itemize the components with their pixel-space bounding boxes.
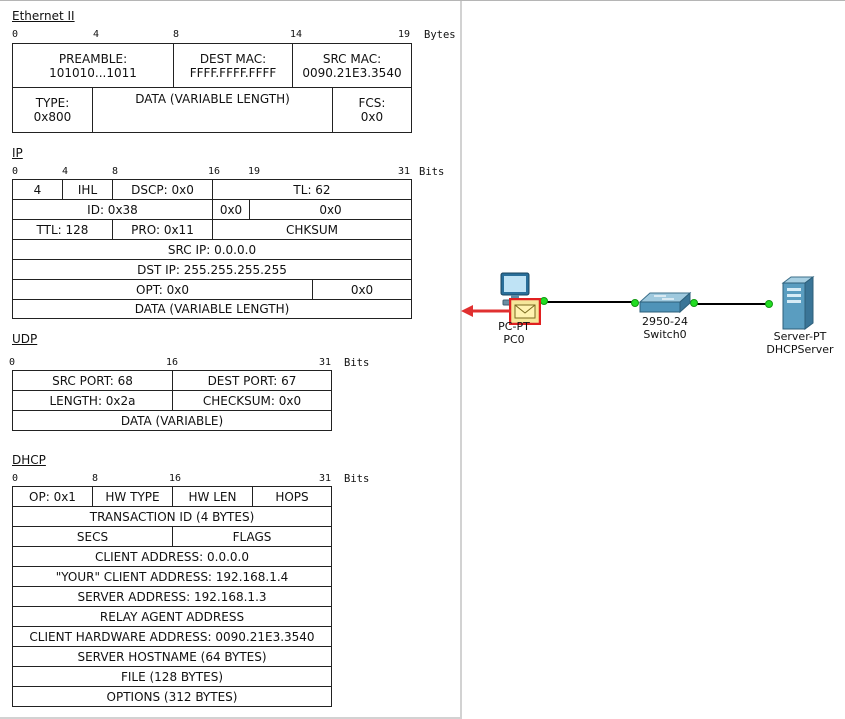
ip-scale-0: 0: [12, 166, 19, 177]
pdu-details-panel: Ethernet II 0 4 8 14 19 Bytes PREAMBLE: …: [0, 1, 462, 719]
ip-dst-ip: DST IP: 255.255.255.255: [12, 259, 412, 280]
server-model-label: Server-PT: [773, 330, 827, 343]
ip-checksum: CHKSUM: [212, 219, 412, 240]
udp-scale-31: 31: [319, 357, 332, 368]
envelope-icon: [508, 297, 542, 326]
pdu-envelope[interactable]: [508, 297, 542, 326]
ip-flags: 0x0: [212, 199, 250, 220]
pc-name-label: PC0: [503, 333, 525, 346]
ip-scale-19: 19: [248, 166, 261, 177]
ip-scale-4: 4: [62, 166, 69, 177]
server-icon: [781, 276, 815, 330]
ip-scale-8: 8: [112, 166, 119, 177]
link-light-pc: [540, 297, 548, 305]
dhcp-title: DHCP: [12, 453, 46, 467]
udp-dest-port: DEST PORT: 67: [172, 370, 332, 391]
ethernet-unit: Bytes: [424, 29, 456, 41]
udp-title: UDP: [12, 332, 38, 346]
link-pc-switch[interactable]: [544, 301, 636, 303]
ip-fragment-offset: 0x0: [249, 199, 412, 220]
dhcp-hw-type: HW TYPE: [92, 486, 173, 507]
dhcp-your-client-address: "YOUR" CLIENT ADDRESS: 192.168.1.4: [12, 566, 332, 587]
udp-src-port: SRC PORT: 68: [12, 370, 173, 391]
ip-version: 4: [12, 179, 63, 200]
switch-model-label: 2950-24: [642, 315, 688, 328]
device-dhcpserver[interactable]: [780, 275, 816, 331]
dhcp-relay-agent-address: RELAY AGENT ADDRESS: [12, 606, 332, 627]
ip-total-length: TL: 62: [212, 179, 412, 200]
ethernet-scale-19: 19: [398, 29, 411, 40]
dhcp-op: OP: 0x1: [12, 486, 93, 507]
link-switch-server[interactable]: [694, 303, 770, 305]
ip-dscp: DSCP: 0x0: [112, 179, 213, 200]
ip-protocol: PRO: 0x11: [112, 219, 213, 240]
dhcp-hw-len: HW LEN: [172, 486, 253, 507]
ethernet-dest-mac: DEST MAC: FFFF.FFFF.FFFF: [173, 43, 293, 88]
ethernet-type: TYPE: 0x800: [12, 87, 93, 133]
udp-checksum: CHECKSUM: 0x0: [172, 390, 332, 411]
device-switch0[interactable]: [636, 290, 692, 316]
ip-scale-31: 31: [398, 166, 411, 177]
ethernet-preamble: PREAMBLE: 101010...1011: [12, 43, 174, 88]
dhcp-client-address: CLIENT ADDRESS: 0.0.0.0: [12, 546, 332, 567]
dhcp-secs: SECS: [12, 526, 173, 547]
ethernet-scale-0: 0: [12, 29, 19, 40]
arrow-left-icon: [461, 305, 511, 317]
udp-scale-16: 16: [166, 357, 179, 368]
ethernet-title: Ethernet II: [12, 9, 75, 23]
link-light-server: [765, 300, 773, 308]
dhcp-unit: Bits: [344, 473, 370, 485]
ethernet-scale-8: 8: [173, 29, 180, 40]
link-light-switch-left: [631, 299, 639, 307]
ip-scale-16: 16: [208, 166, 221, 177]
udp-data: DATA (VARIABLE): [12, 410, 332, 431]
switch-icon: [638, 291, 692, 314]
udp-length: LENGTH: 0x2a: [12, 390, 173, 411]
ip-ttl: TTL: 128: [12, 219, 113, 240]
udp-scale-0: 0: [9, 357, 16, 368]
ethernet-src-mac: SRC MAC: 0090.21E3.3540: [292, 43, 412, 88]
ip-data: DATA (VARIABLE LENGTH): [12, 299, 412, 319]
dhcp-server-hostname: SERVER HOSTNAME (64 BYTES): [12, 646, 332, 667]
server-name-label: DHCPServer: [766, 343, 834, 356]
dhcp-scale-31: 31: [319, 473, 332, 484]
ip-id: ID: 0x38: [12, 199, 213, 220]
dhcp-hops: HOPS: [252, 486, 332, 507]
dhcp-flags: FLAGS: [172, 526, 332, 547]
ethernet-fcs: FCS: 0x0: [332, 87, 412, 133]
ethernet-scale-4: 4: [93, 29, 100, 40]
ip-options: OPT: 0x0: [12, 279, 313, 300]
ethernet-data: DATA (VARIABLE LENGTH): [92, 87, 333, 133]
ethernet-scale-14: 14: [290, 29, 303, 40]
ip-options-padding: 0x0: [312, 279, 412, 300]
dhcp-scale-16: 16: [169, 473, 182, 484]
pc-model-label: PC-PT: [498, 320, 530, 333]
dhcp-server-address: SERVER ADDRESS: 192.168.1.3: [12, 586, 332, 607]
pdu-direction-arrow: [461, 303, 511, 317]
dhcp-transaction-id: TRANSACTION ID (4 BYTES): [12, 506, 332, 527]
udp-unit: Bits: [344, 357, 370, 369]
dhcp-file: FILE (128 BYTES): [12, 666, 332, 687]
switch-name-label: Switch0: [643, 328, 687, 341]
ip-ihl: IHL: [62, 179, 113, 200]
dhcp-client-hardware-address: CLIENT HARDWARE ADDRESS: 0090.21E3.3540: [12, 626, 332, 647]
ip-src-ip: SRC IP: 0.0.0.0: [12, 239, 412, 260]
ip-title: IP: [12, 146, 23, 160]
dhcp-options: OPTIONS (312 BYTES): [12, 686, 332, 707]
dhcp-scale-0: 0: [12, 473, 19, 484]
top-divider: [0, 0, 845, 1]
ip-unit: Bits: [419, 166, 445, 178]
dhcp-scale-8: 8: [92, 473, 99, 484]
